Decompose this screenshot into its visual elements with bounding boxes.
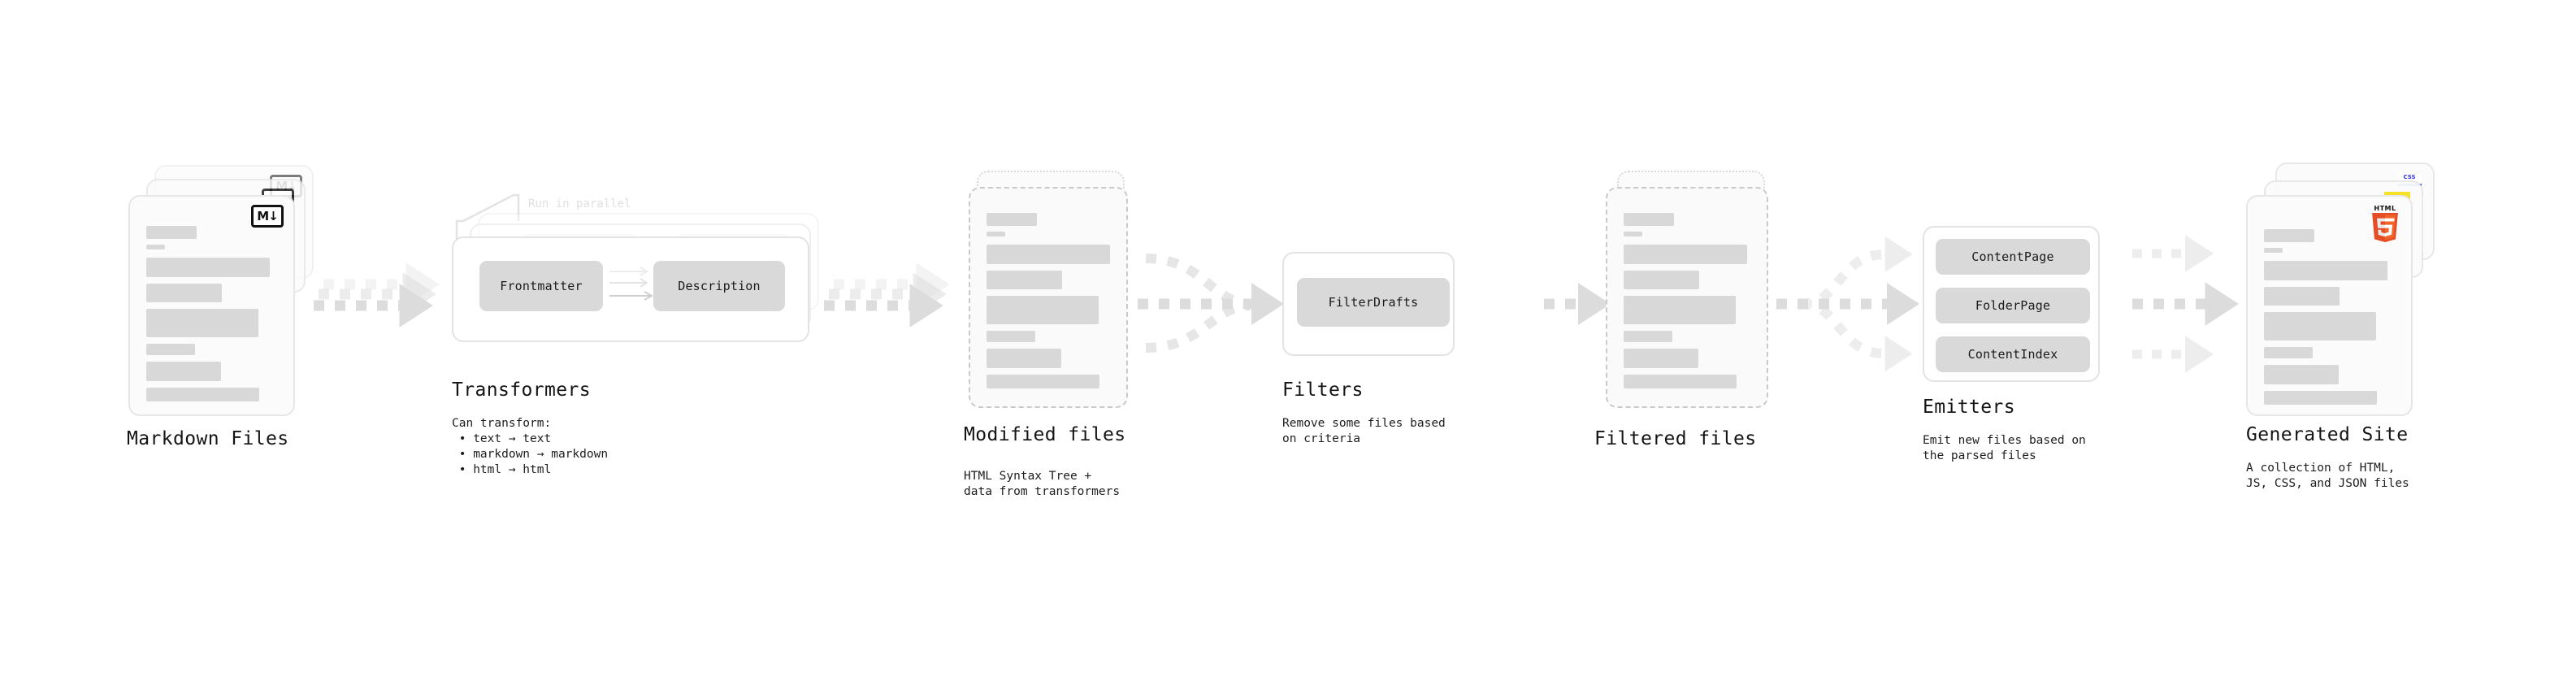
skeleton-bar [987, 213, 1037, 226]
stage-title-generated-site: Generated Site [2246, 424, 2409, 445]
skeleton-bar [1624, 245, 1747, 264]
skeleton-bar [146, 388, 259, 401]
skeleton-bar [2264, 391, 2377, 405]
skeleton-bar [146, 309, 258, 337]
stage-subtitle-modified-files: HTML Syntax Tree + data from transformer… [964, 470, 1121, 498]
stage-title-filtered-files: Filtered files [1594, 428, 1757, 449]
skeleton-bar [2264, 261, 2387, 280]
run-in-parallel-label: Run in parallel [528, 197, 631, 210]
file-skeleton-lines [2264, 229, 2396, 410]
skeleton-bar [1624, 331, 1672, 342]
skeleton-bar [146, 344, 195, 355]
file-skeleton-lines [987, 213, 1112, 394]
chip-frontmatter[interactable]: Frontmatter [479, 261, 603, 311]
skeleton-bar [146, 362, 221, 381]
file-skeleton-lines [146, 226, 279, 407]
stage-subtitle-generated-site: A collection of HTML, JS, CSS, and JSON … [2246, 462, 2409, 490]
skeleton-bar [2264, 312, 2376, 340]
skeleton-bar [1624, 232, 1642, 236]
html5-icon: HTML [2370, 205, 2400, 242]
skeleton-bar [2264, 248, 2283, 253]
skeleton-bar [1624, 296, 1736, 324]
arrow-transformers-to-modified [824, 262, 950, 327]
transformer-box: Frontmatter Description [452, 236, 809, 342]
file-card-modified [969, 187, 1128, 408]
file-skeleton-lines [1624, 213, 1752, 394]
chip-contentpage[interactable]: ContentPage [1936, 239, 2090, 275]
emitters-box: ContentPage FolderPage ContentIndex [1923, 226, 2100, 382]
arrow-md-to-transformers [314, 262, 440, 327]
skeleton-bar [146, 245, 165, 249]
arrow-emitters-to-site [2132, 235, 2239, 373]
skeleton-bar [987, 296, 1099, 324]
skeleton-bar [987, 271, 1062, 289]
file-card-filtered [1606, 187, 1768, 408]
skeleton-bar [987, 375, 1099, 388]
file-card-generated-site: HTML [2246, 195, 2413, 416]
inner-arrows-icon [609, 267, 654, 301]
stage-subtitle-emitters: Emit new files based on the parsed files [1923, 434, 2086, 462]
chip-contentindex[interactable]: ContentIndex [1936, 336, 2090, 372]
filters-box: FilterDrafts [1282, 252, 1455, 356]
stage-title-transformers: Transformers [452, 380, 591, 401]
stage-subtitle-transformers: Can transform: • text → text • markdown … [452, 417, 609, 476]
skeleton-bar [1624, 349, 1698, 368]
skeleton-bar [987, 245, 1110, 264]
stage-title-filters: Filters [1282, 380, 1364, 401]
file-card-markdown: M↓ [128, 195, 295, 416]
skeleton-bar [1624, 271, 1699, 289]
skeleton-bar [2264, 347, 2313, 358]
skeleton-bar [146, 226, 197, 239]
stage-title-markdown-files: Markdown Files [127, 428, 289, 449]
arrow-modified-to-filters [1138, 254, 1284, 353]
skeleton-bar [987, 331, 1035, 342]
stage-title-emitters: Emitters [1923, 397, 2015, 418]
stage-title-modified-files: Modified files [964, 424, 1126, 445]
skeleton-bar [146, 258, 270, 277]
skeleton-bar [1624, 375, 1737, 388]
chip-folderpage[interactable]: FolderPage [1936, 288, 2090, 323]
skeleton-bar [2264, 229, 2314, 242]
arrow-filters-to-filtered [1544, 283, 1611, 325]
skeleton-bar [1624, 213, 1674, 226]
skeleton-bar [987, 349, 1061, 368]
skeleton-bar [2264, 365, 2339, 384]
skeleton-bar [2264, 287, 2340, 306]
skeleton-bar [146, 284, 222, 302]
chip-filterdrafts[interactable]: FilterDrafts [1297, 278, 1450, 327]
chip-description[interactable]: Description [653, 261, 785, 311]
arrow-filtered-to-emitters [1776, 236, 1919, 372]
skeleton-bar [987, 232, 1005, 236]
markdown-icon: M↓ [251, 205, 284, 228]
run-in-parallel-bracket [455, 193, 520, 244]
stage-subtitle-filters: Remove some files based on criteria [1282, 417, 1446, 445]
